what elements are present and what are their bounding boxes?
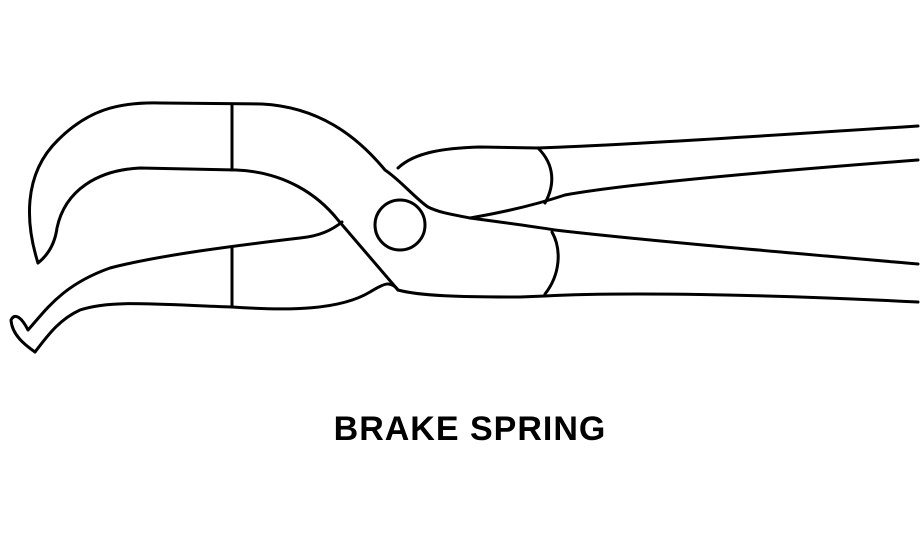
upper-jaw-inner-edge: [36, 166, 400, 292]
lower-jaw-lower-edge: [33, 282, 400, 354]
lower-handle-grip-line: [543, 230, 560, 296]
lower-handle-bottom: [396, 288, 920, 304]
diagram-caption: BRAKE SPRING: [333, 410, 607, 448]
pivot-pin: [373, 198, 427, 252]
upper-handle-bottom: [468, 158, 920, 220]
lower-handle-top: [468, 216, 920, 266]
lower-jaw-outline: [9, 220, 344, 354]
upper-handle-grip-line: [536, 146, 554, 205]
upper-jaw-outline: [27, 101, 472, 265]
upper-handle-top: [396, 124, 920, 170]
